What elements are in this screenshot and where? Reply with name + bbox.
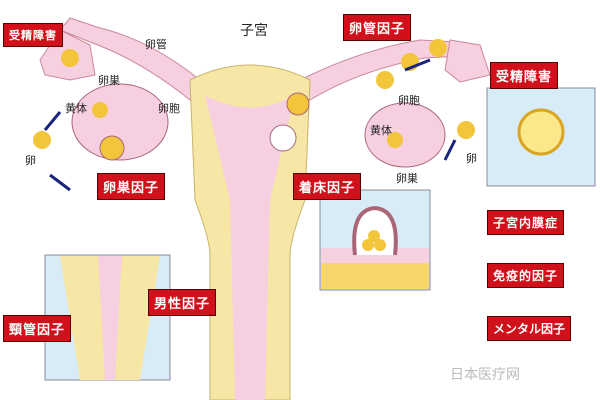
right-ovary — [364, 102, 446, 168]
follicle-left-label: 卵胞 — [158, 102, 180, 115]
follicle-right-label: 卵胞 — [398, 94, 420, 107]
fertilization-factor-left-tag: 受精障害 — [3, 23, 63, 47]
corpus-luteum-right-label: 黄体 — [370, 124, 392, 137]
cervical-factor-tag: 頸管因子 — [3, 315, 72, 342]
endometriosis-tag: 子宮内膜症 — [487, 210, 565, 235]
ovary-left-label: 卵巣 — [98, 74, 120, 87]
ovarian-factor-tag: 卵巣因子 — [97, 173, 166, 200]
left-ovary — [71, 83, 169, 161]
right-fimbria — [444, 39, 491, 83]
immune-factor-tag: 免疫的因子 — [487, 263, 565, 288]
mental-factor-tag: メンタル因子 — [487, 316, 572, 341]
oviduct-label: 卵管 — [145, 38, 167, 51]
watermark: 日本医疗网 — [450, 367, 520, 383]
ovary-right-label: 卵巣 — [396, 172, 418, 185]
tubal-factor-tag: 卵管因子 — [343, 14, 412, 41]
implantation-factor-tag: 着床因子 — [293, 173, 362, 200]
fertilization-factor-right-tag: 受精障害 — [490, 62, 559, 89]
egg-right-label: 卵 — [466, 152, 477, 165]
male-factor-tag: 男性因子 — [148, 289, 217, 316]
uterus-title: 子宮 — [240, 23, 268, 39]
corpus-luteum-left-label: 黄体 — [65, 102, 87, 115]
uterine-cavity — [205, 95, 295, 400]
egg-left-label: 卵 — [25, 154, 36, 167]
